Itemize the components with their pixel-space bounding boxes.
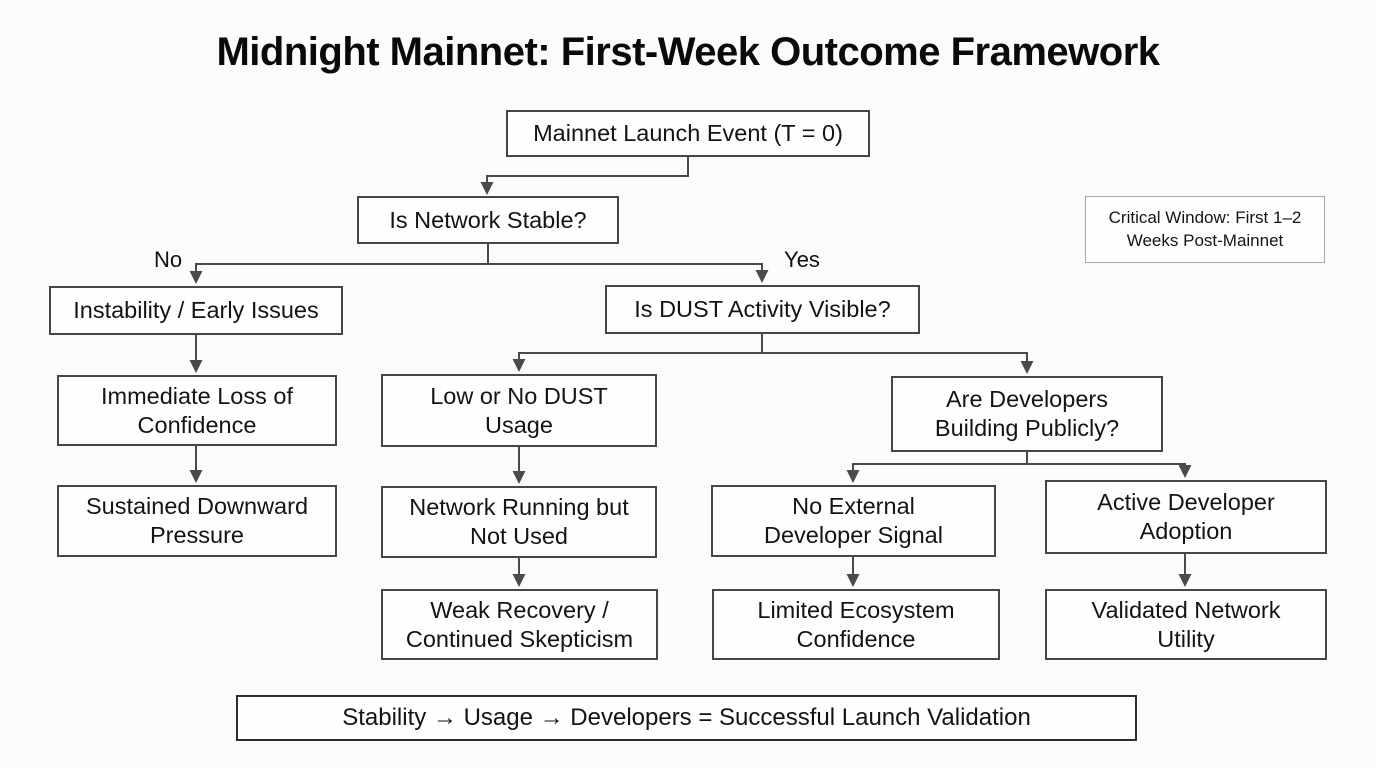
- page-title: Midnight Mainnet: First-Week Outcome Fra…: [216, 30, 1160, 74]
- edge-label-no: No: [153, 247, 183, 272]
- edge-devs-to-adoption: [1027, 463, 1192, 478]
- edge-dust-to-devs: [762, 352, 1034, 374]
- edge-stable-yes-to-dust: [488, 263, 769, 283]
- node-is-network-stable: Is Network Stable?: [357, 196, 619, 244]
- edge-dust-to-lowdust: [512, 334, 763, 372]
- node-active-developer-adoption: Active Developer Adoption: [1045, 480, 1327, 554]
- node-limited-ecosystem-confidence: Limited Ecosystem Confidence: [712, 589, 1000, 660]
- edge-launch-to-stable: [480, 157, 689, 195]
- node-instability-early-issues: Instability / Early Issues: [49, 286, 343, 335]
- edge-devs-to-nosignal: [846, 452, 1028, 483]
- node-weak-recovery-continued-skepticism: Weak Recovery / Continued Skepticism: [381, 589, 658, 660]
- node-sustained-downward-pressure: Sustained Downward Pressure: [57, 485, 337, 557]
- note-critical-window: Critical Window: First 1–2 Weeks Post-Ma…: [1085, 196, 1325, 263]
- edge-stable-no-to-instability: [189, 244, 489, 284]
- node-validated-network-utility: Validated Network Utility: [1045, 589, 1327, 660]
- node-network-running-but-not-used: Network Running but Not Used: [381, 486, 657, 558]
- node-immediate-loss-of-confidence: Immediate Loss of Confidence: [57, 375, 337, 446]
- node-are-developers-building-publicly: Are Developers Building Publicly?: [891, 376, 1163, 452]
- edge-label-yes: Yes: [784, 247, 820, 272]
- node-no-external-developer-signal: No External Developer Signal: [711, 485, 996, 557]
- node-mainnet-launch-event: Mainnet Launch Event (T = 0): [506, 110, 870, 157]
- summary-banner: Stability → Usage → Developers = Success…: [236, 695, 1137, 741]
- node-is-dust-activity-visible: Is DUST Activity Visible?: [605, 285, 920, 334]
- node-low-or-no-dust-usage: Low or No DUST Usage: [381, 374, 657, 447]
